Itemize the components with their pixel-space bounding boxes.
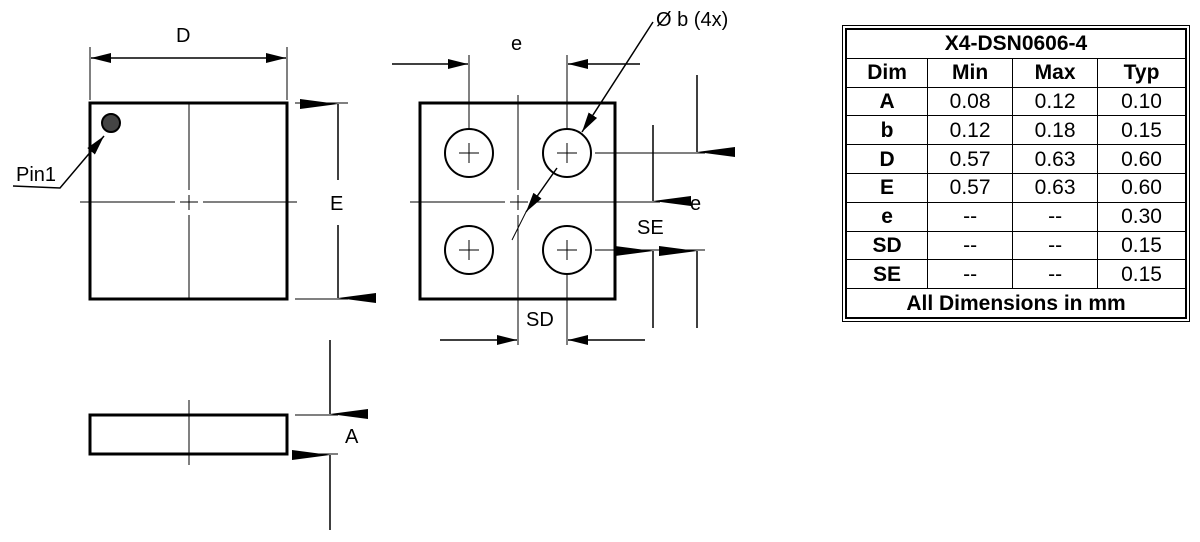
top-view: Pin1 D E	[12, 25, 376, 303]
solder-ball	[542, 225, 592, 275]
table-cell: 0.15	[1097, 115, 1187, 146]
pitch-e-top-label: e	[511, 33, 522, 55]
dim-d-label: D	[176, 25, 190, 47]
table-cell: 0.63	[1012, 144, 1099, 174]
bottom-view: e Ø b (4x) SE e SD	[392, 9, 735, 345]
table-row: A 0.08 0.12 0.10	[845, 86, 1187, 117]
dim-sd-label: SD	[526, 309, 554, 331]
table-cell: 0.60	[1097, 172, 1187, 203]
table-header: Max	[1012, 57, 1099, 88]
dim-e-label: E	[330, 193, 343, 215]
table-cell: b	[845, 115, 929, 146]
table-cell: 0.60	[1097, 144, 1187, 174]
table-cell: SD	[845, 230, 929, 261]
table-cell: 0.57	[927, 172, 1014, 203]
side-view: A	[88, 340, 368, 530]
table-cell: --	[927, 230, 1014, 261]
table-cell: 0.12	[1012, 86, 1099, 117]
table-cell: SE	[845, 259, 929, 290]
table-header: Min	[927, 57, 1014, 88]
dim-se-label: SE	[637, 217, 664, 239]
table-cell: --	[1012, 201, 1099, 232]
table-row: D 0.57 0.63 0.60	[845, 144, 1187, 174]
table-cell: 0.63	[1012, 172, 1099, 203]
table-cell: --	[1012, 259, 1099, 290]
table-cell: --	[927, 259, 1014, 290]
table-footer: All Dimensions in mm	[845, 288, 1187, 319]
table-cell: --	[1012, 230, 1099, 261]
table-row: E 0.57 0.63 0.60	[845, 172, 1187, 203]
table-row: b 0.12 0.18 0.15	[845, 115, 1187, 146]
pin1-marker	[101, 113, 121, 133]
table-row: e -- -- 0.30	[845, 201, 1187, 232]
table-cell: D	[845, 144, 929, 174]
table-cell: e	[845, 201, 929, 232]
table-cell: 0.08	[927, 86, 1014, 117]
solder-ball	[444, 128, 494, 178]
dim-a-label: A	[345, 426, 359, 448]
table-cell: A	[845, 86, 929, 117]
table-cell: E	[845, 172, 929, 203]
table-row: SD -- -- 0.15	[845, 230, 1187, 261]
solder-ball	[542, 128, 592, 178]
table-cell: 0.10	[1097, 86, 1187, 117]
table-cell: --	[927, 201, 1014, 232]
table-cell: 0.18	[1012, 115, 1099, 146]
table-header: Dim	[845, 57, 929, 88]
table-title: X4-DSN0606-4	[845, 28, 1187, 59]
dimensions-table: X4-DSN0606-4 Dim Min Max Typ A 0.08 0.12…	[842, 25, 1190, 322]
table-cell: 0.15	[1097, 230, 1187, 261]
solder-ball	[444, 225, 494, 275]
table-cell: 0.57	[927, 144, 1014, 174]
table-cell: 0.12	[927, 115, 1014, 146]
pin1-label: Pin1	[16, 164, 56, 186]
table-cell: 0.30	[1097, 201, 1187, 232]
table-cell: 0.15	[1097, 259, 1187, 290]
table-row: SE -- -- 0.15	[845, 259, 1187, 290]
table-header: Typ	[1097, 57, 1187, 88]
ball-diameter-label: Ø b (4x)	[656, 9, 728, 31]
pitch-e-right-label: e	[690, 193, 701, 215]
